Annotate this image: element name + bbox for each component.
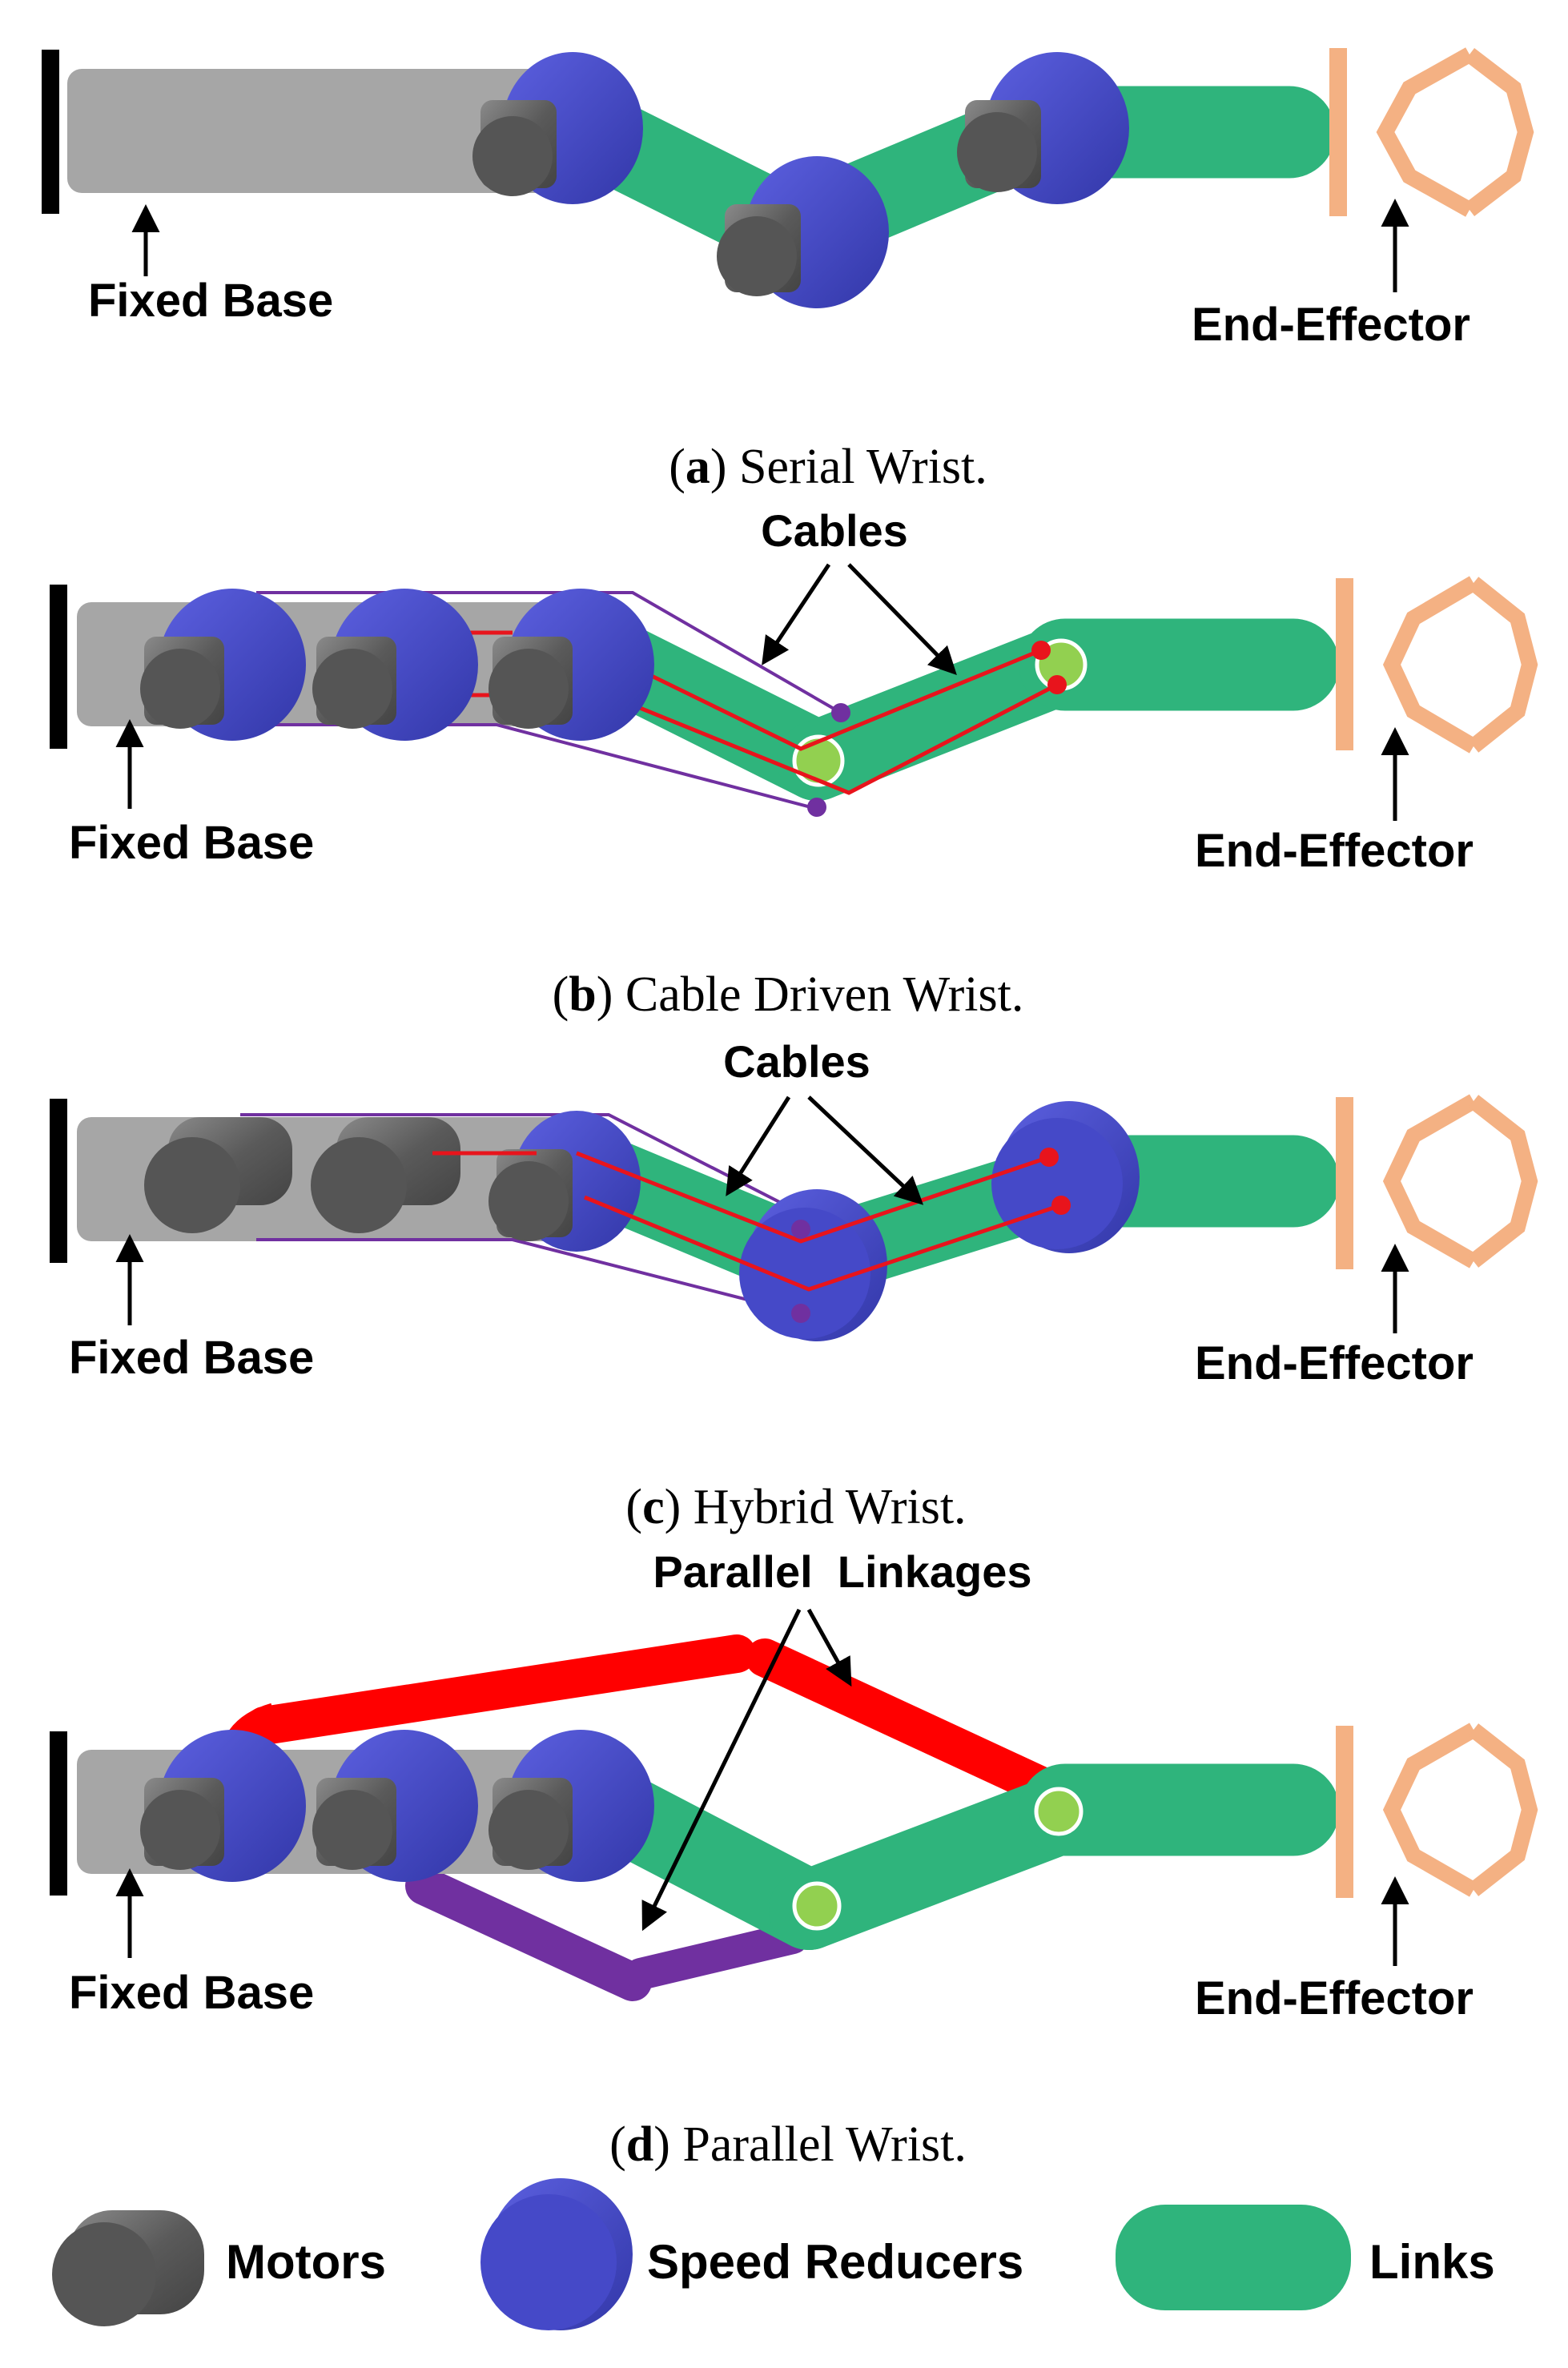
link [777, 625, 1101, 801]
end-effector-label: End-Effector [1195, 1337, 1474, 1389]
motor-1 [144, 1117, 292, 1233]
fixed-base-label: Fixed Base [69, 1967, 314, 2019]
cable-anchor [791, 1220, 810, 1239]
motor-1 [140, 589, 306, 741]
parallel-linkage-purple [625, 1922, 809, 1990]
cables-label: Cables [761, 505, 908, 556]
cable-anchor [1039, 1148, 1059, 1167]
motor-2 [312, 1730, 478, 1882]
joint-pin [1034, 1787, 1084, 1836]
link [769, 1774, 1101, 1950]
caption-b: (b) Cable Driven Wrist. [553, 967, 1024, 1022]
panel-d-parallel-wrist: Parallel Linkages Fixed Base End-Effecto… [50, 1546, 1538, 2172]
joint-pin [792, 734, 845, 787]
cable-anchor [831, 703, 850, 722]
legend-reducer-swatch [480, 2178, 633, 2330]
base-mount-bar [50, 1099, 67, 1263]
cables-arrow [762, 563, 831, 665]
cable [576, 1151, 1050, 1244]
cable-anchor [1031, 641, 1051, 660]
fixed-base-link [67, 69, 580, 193]
parallel-linkages-label: Parallel Linkages [653, 1546, 1031, 1597]
parallel-linkage-purple [405, 1867, 652, 2001]
caption-c: (c) Hybrid Wrist. [625, 1480, 966, 1534]
fixed-base-label: Fixed Base [88, 275, 333, 327]
fixed-base-label: Fixed Base [69, 817, 314, 869]
legend-motors-label: Motors [226, 2235, 386, 2289]
end-effector-label: End-Effector [1195, 825, 1474, 877]
panel-b-cable-driven-wrist: Cables Fixed Base End-Effector (b) Cable… [50, 505, 1538, 1022]
motor-3 [488, 1730, 654, 1882]
motor-1 [140, 1730, 306, 1882]
joint-1 [472, 52, 643, 204]
end-effector-label: End-Effector [1195, 1972, 1474, 2024]
motor-2 [312, 589, 478, 741]
linkages-arrow [641, 1608, 802, 1932]
cables-arrow [847, 563, 957, 676]
base-mount-bar [50, 1731, 67, 1896]
legend: Motors Speed Reducers Links [52, 2178, 1495, 2330]
cable-anchor [807, 798, 826, 817]
panel-c-hybrid-wrist: Cables Fixed Base End-Effector (c) Hybri… [50, 1036, 1538, 1534]
end-effector [1336, 1094, 1538, 1269]
joint-3 [957, 52, 1129, 204]
cables-arrow [726, 1096, 791, 1196]
cable-anchor [1051, 1196, 1071, 1215]
cables-arrow [807, 1096, 924, 1205]
cables-label: Cables [723, 1036, 870, 1087]
cable [584, 1195, 1062, 1292]
legend-links-label: Links [1369, 2235, 1495, 2289]
fixed-base-label: Fixed Base [69, 1332, 314, 1384]
parallel-linkage-red [746, 1638, 1060, 1805]
base-mount-bar [50, 585, 67, 749]
cable [591, 645, 1042, 751]
cable [592, 682, 1059, 795]
end-effector [1336, 1723, 1538, 1898]
legend-link-swatch [1111, 2200, 1356, 2315]
linkages-arrow [806, 1608, 852, 1687]
end-effector [1336, 576, 1538, 754]
motor-3 [488, 1111, 641, 1252]
cable-anchor [1047, 675, 1067, 694]
joint-pin [792, 1881, 842, 1931]
cable-secondary [240, 1113, 826, 1227]
parallel-linkage-red [245, 1634, 756, 1745]
caption-a: (a) Serial Wrist. [669, 440, 987, 494]
cable-secondary [256, 1238, 802, 1315]
legend-motor-swatch [52, 2210, 204, 2326]
caption-d: (d) Parallel Wrist. [609, 2117, 967, 2172]
reducer-joint-1 [739, 1189, 887, 1341]
panel-a-serial-wrist: Fixed Base End-Effector (a) Serial Wrist… [42, 47, 1534, 494]
joint-2 [717, 156, 889, 308]
legend-speed-reducers-label: Speed Reducers [647, 2235, 1023, 2289]
reducer-joint-2 [991, 1101, 1140, 1253]
end-effector-label: End-Effector [1192, 299, 1470, 351]
end-effector [1329, 47, 1534, 217]
motor-2 [311, 1117, 460, 1233]
motor-3 [488, 589, 654, 741]
base-mount-bar [42, 50, 59, 214]
cable-anchor [791, 1304, 810, 1323]
